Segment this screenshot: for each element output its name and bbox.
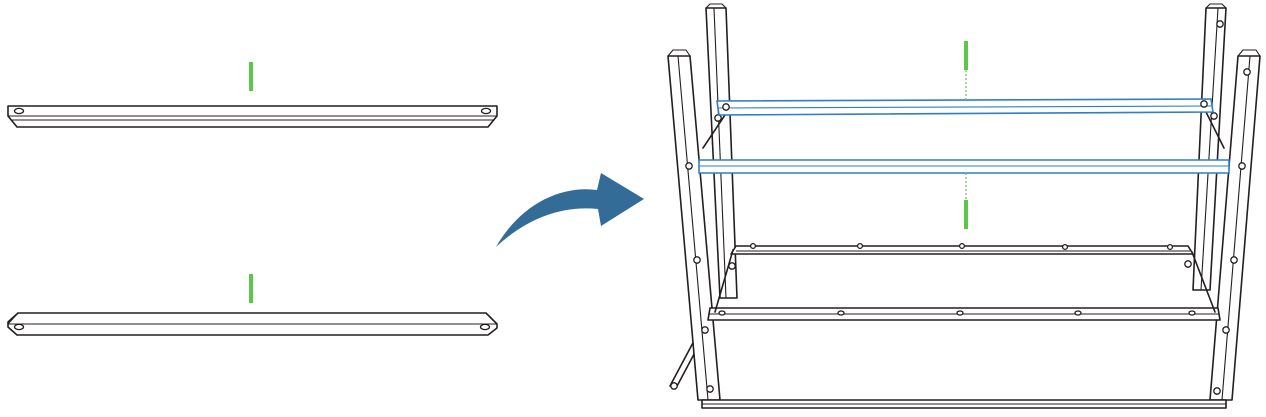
assembled-frame xyxy=(667,3,1261,409)
frame-bolts xyxy=(670,20,1251,395)
slot-hole-icon xyxy=(479,323,491,331)
slot-hole-icon xyxy=(13,107,25,115)
slot-hole-icon xyxy=(13,323,25,331)
loose-bar-top xyxy=(7,105,498,128)
center-mark-assembly-bottom xyxy=(964,200,968,229)
installed-crossbar-back xyxy=(716,98,1214,116)
installed-crossbar-front xyxy=(698,159,1230,174)
slot-hole-icon xyxy=(480,107,492,115)
center-mark-bottom-bar xyxy=(249,274,253,303)
curved-arrow-right-icon xyxy=(496,173,644,247)
loose-bar-bottom xyxy=(7,312,498,336)
center-mark-top-bar xyxy=(249,62,253,91)
center-mark-assembly-top xyxy=(964,41,968,70)
